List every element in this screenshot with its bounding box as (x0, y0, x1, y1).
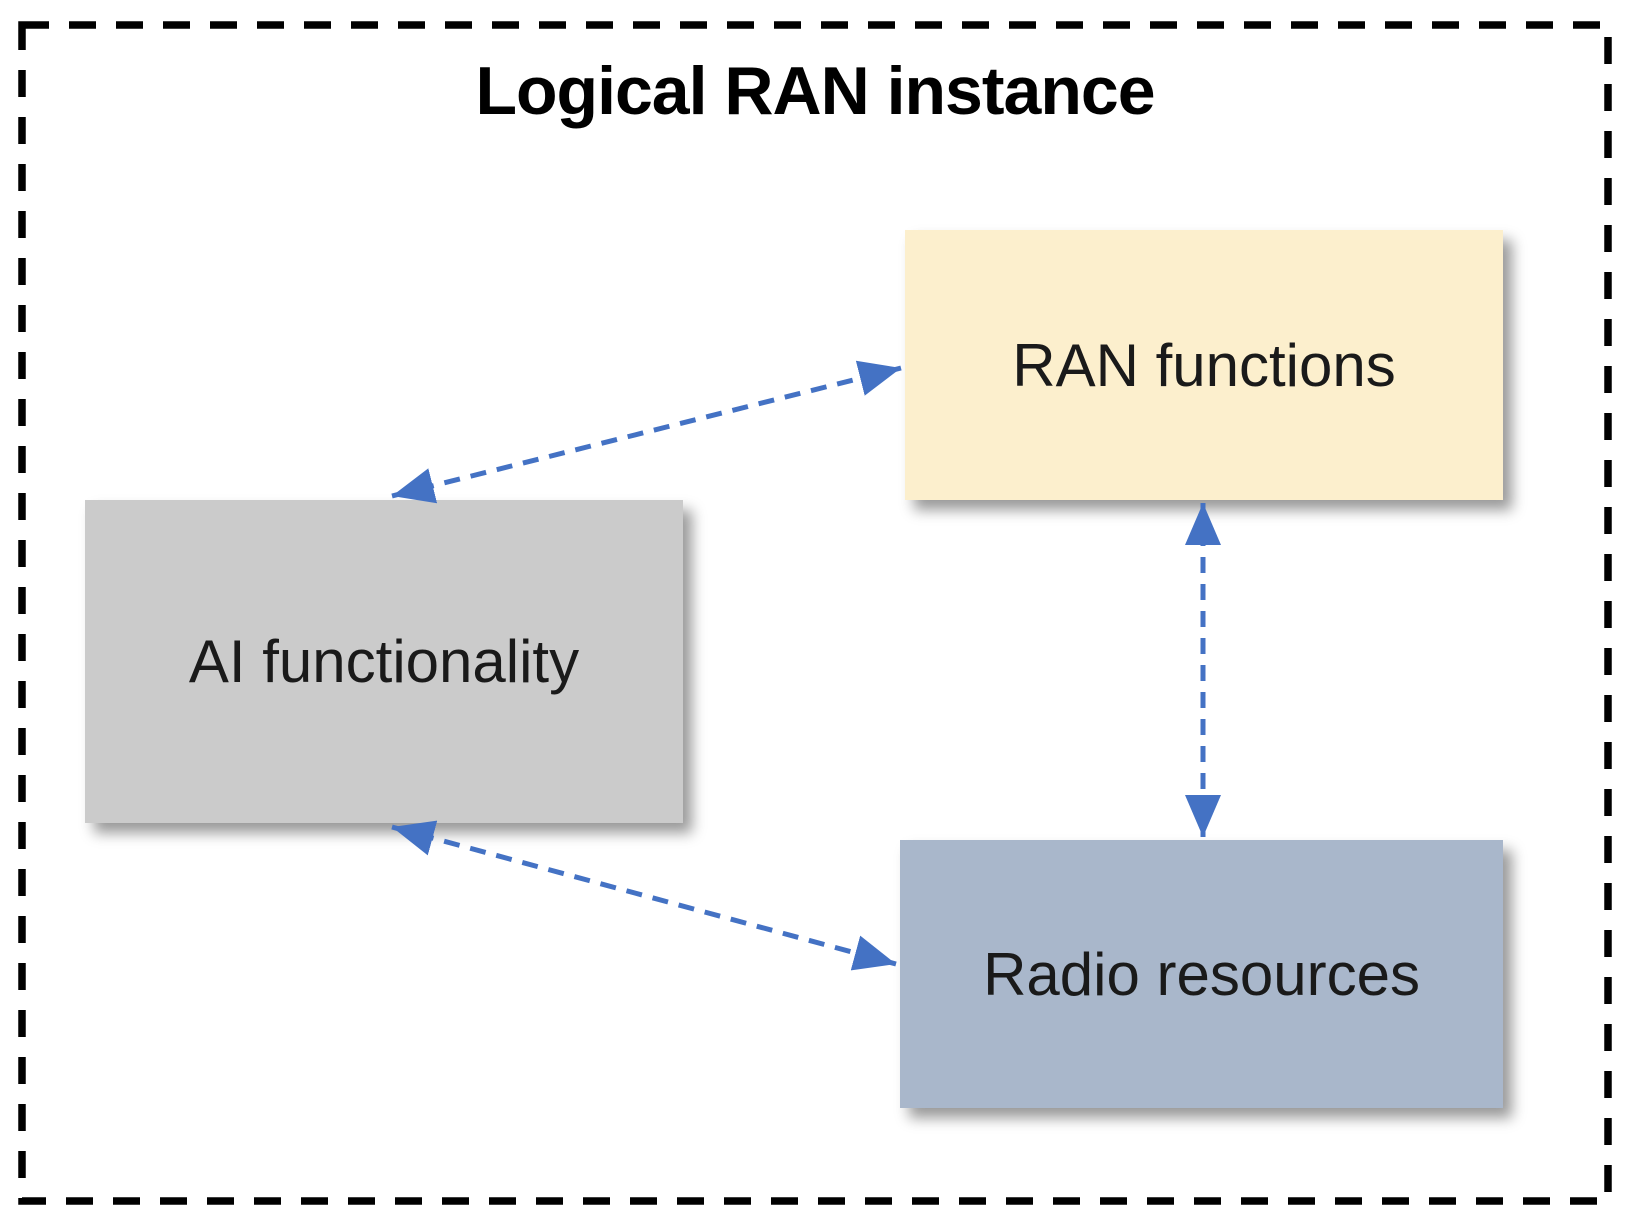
node-ai-functionality: AI functionality (85, 500, 683, 823)
node-ran-functions: RAN functions (905, 230, 1503, 500)
arrow-ai-functionality-to-radio-resources (391, 820, 897, 971)
node-ai-functionality-label: AI functionality (188, 628, 580, 695)
arrow-ai-functionality-to-ran-functions (391, 360, 902, 504)
node-ran-functions-label: RAN functions (1012, 331, 1396, 399)
diagram-title: Logical RAN instance (475, 53, 1155, 129)
node-radio-resources-label: Radio resources (983, 940, 1420, 1008)
node-radio-resources: Radio resources (900, 840, 1503, 1108)
